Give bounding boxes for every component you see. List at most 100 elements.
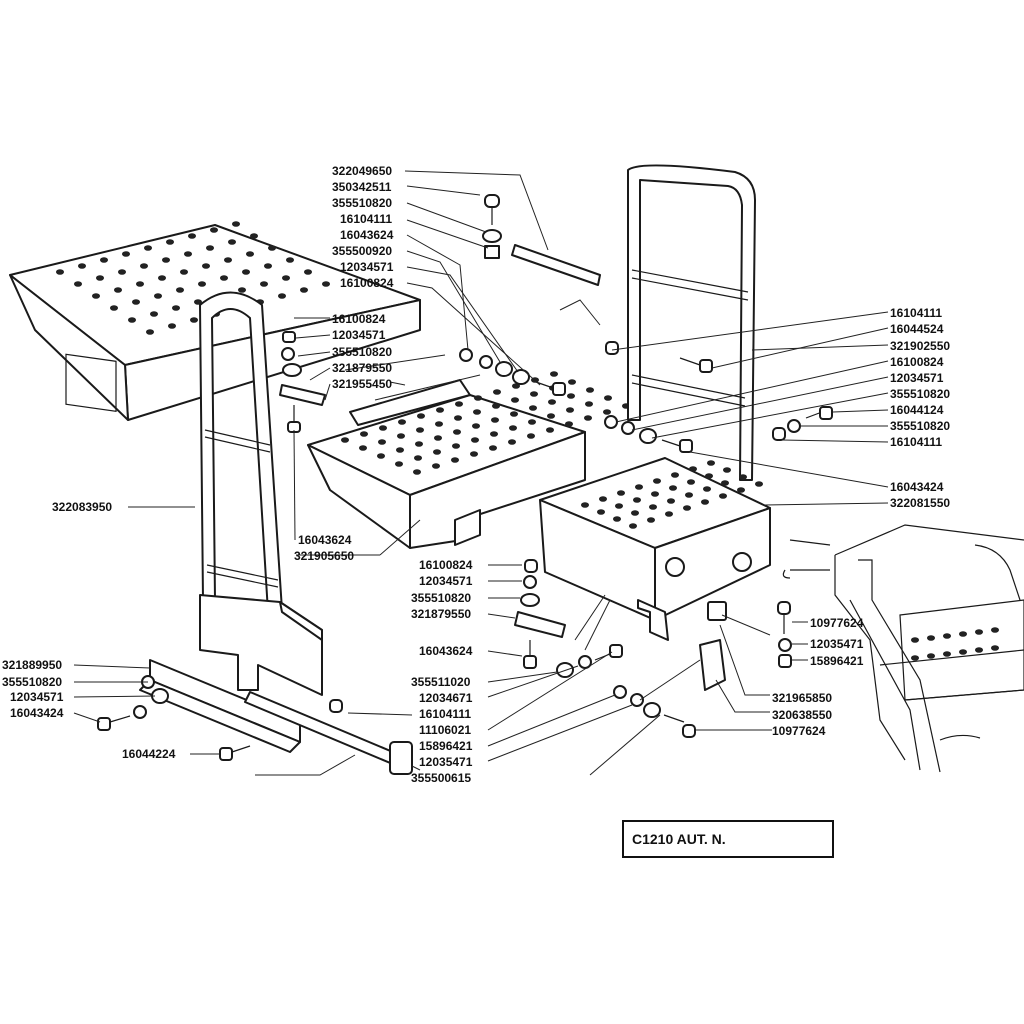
part-label: 321889950 <box>2 658 62 672</box>
part-label: 321879550 <box>332 361 392 375</box>
part-label: 15896421 <box>810 654 864 668</box>
perforation-hole <box>492 403 500 409</box>
perforation-hole <box>190 317 198 323</box>
perforation-hole <box>635 484 643 490</box>
perforation-hole <box>158 275 166 281</box>
perforation-hole <box>162 257 170 263</box>
perforation-hole <box>701 499 709 505</box>
perforation-hole <box>132 299 140 305</box>
perforation-hole <box>943 651 951 657</box>
left-handrail <box>199 291 323 696</box>
perforation-hole <box>739 474 747 480</box>
perforation-hole <box>489 445 497 451</box>
part-label: 355500920 <box>332 244 392 258</box>
part-label: 12035471 <box>419 755 473 769</box>
perforation-hole <box>546 427 554 433</box>
perforation-hole <box>911 637 919 643</box>
perforation-hole <box>943 633 951 639</box>
perforation-hole <box>510 411 518 417</box>
perforation-hole <box>188 233 196 239</box>
perforation-hole <box>416 427 424 433</box>
perforation-hole <box>586 387 594 393</box>
part-label: 355510820 <box>890 419 950 433</box>
perforation-hole <box>166 239 174 245</box>
hardware <box>97 194 833 761</box>
perforation-hole <box>452 443 460 449</box>
perforation-hole <box>56 269 64 275</box>
perforation-hole <box>436 407 444 413</box>
part-label: 16043424 <box>890 480 944 494</box>
perforation-hole <box>491 417 499 423</box>
perforation-hole <box>118 269 126 275</box>
perforation-hole <box>172 305 180 311</box>
right-handrail <box>627 164 756 481</box>
part-label: 16100824 <box>340 276 394 290</box>
perforation-hole <box>268 245 276 251</box>
perforation-hole <box>242 269 250 275</box>
perforation-hole <box>180 269 188 275</box>
perforation-hole <box>597 509 605 515</box>
perforation-hole <box>629 523 637 529</box>
part-label: 322049650 <box>332 164 392 178</box>
perforation-hole <box>633 497 641 503</box>
part-label: 12034571 <box>340 260 394 274</box>
perforation-hole <box>359 445 367 451</box>
perforation-hole <box>508 439 516 445</box>
perforation-hole <box>683 505 691 511</box>
perforation-hole <box>398 419 406 425</box>
perforation-hole <box>567 393 575 399</box>
perforation-hole <box>490 431 498 437</box>
perforation-hole <box>395 461 403 467</box>
perforation-hole <box>565 421 573 427</box>
perforation-hole <box>604 395 612 401</box>
perforation-hole <box>755 481 763 487</box>
perforation-hole <box>264 263 272 269</box>
part-label: 355510820 <box>2 675 62 689</box>
perforation-hole <box>413 469 421 475</box>
perforation-hole <box>667 498 675 504</box>
perforation-hole <box>617 490 625 496</box>
part-label: 16104111 <box>419 707 471 721</box>
perforation-hole <box>150 311 158 317</box>
perforation-hole <box>528 419 536 425</box>
perforation-hole <box>246 251 254 257</box>
perforation-hole <box>238 287 246 293</box>
perforation-hole <box>721 480 729 486</box>
part-label: 11106021 <box>419 723 471 737</box>
part-label: 12035471 <box>810 637 864 651</box>
part-label: 16100824 <box>419 558 473 572</box>
perforation-hole <box>228 239 236 245</box>
perforation-hole <box>454 415 462 421</box>
perforation-hole <box>473 409 481 415</box>
part-label: 15896421 <box>419 739 473 753</box>
perforation-hole <box>184 251 192 257</box>
perforation-hole <box>603 409 611 415</box>
part-label: 16104111 <box>340 212 392 226</box>
part-label: 16100824 <box>890 355 944 369</box>
perforation-hole <box>566 407 574 413</box>
perforation-hole <box>379 425 387 431</box>
perforation-hole <box>433 449 441 455</box>
part-label: 321902550 <box>890 339 950 353</box>
perforation-hole <box>737 487 745 493</box>
part-label: 10977624 <box>772 724 826 738</box>
perforation-hole <box>360 431 368 437</box>
perforation-hole <box>92 293 100 299</box>
perforation-hole <box>136 281 144 287</box>
part-label: 355500615 <box>411 771 471 785</box>
perforation-hole <box>417 413 425 419</box>
perforation-hole <box>911 655 919 661</box>
drawing-code-box: C1210 AUT. N. <box>622 820 834 858</box>
perforation-hole <box>282 275 290 281</box>
leader-lines <box>73 170 889 776</box>
part-label: 321905650 <box>294 549 354 563</box>
part-label: 355511020 <box>411 675 471 689</box>
perforation-hole <box>220 275 228 281</box>
part-label: 16044524 <box>890 322 944 336</box>
part-label: 10977624 <box>810 616 864 630</box>
perforation-hole <box>455 401 463 407</box>
perforation-hole <box>396 447 404 453</box>
perforation-hole <box>530 391 538 397</box>
perforation-hole <box>78 263 86 269</box>
